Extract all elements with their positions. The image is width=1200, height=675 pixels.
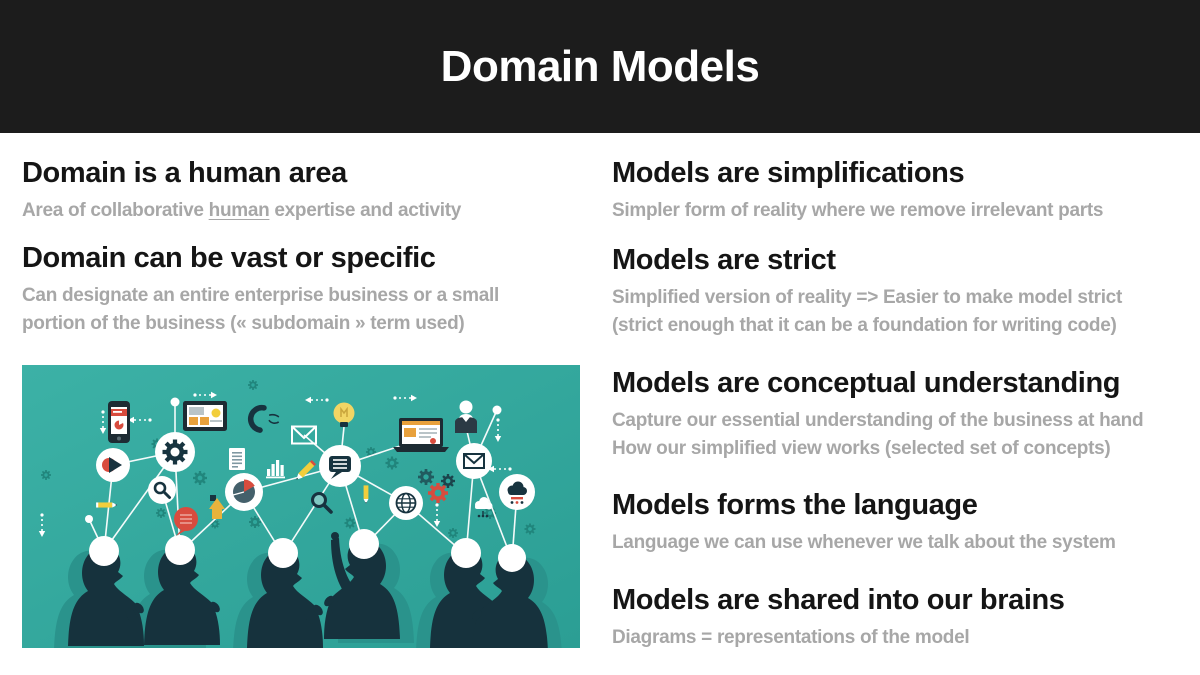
search-icon xyxy=(148,476,176,504)
section-heading: Models forms the language xyxy=(612,489,978,521)
cloud-network-icon xyxy=(499,474,535,510)
collaboration-illustration xyxy=(22,365,580,648)
background-gears-icon xyxy=(40,379,537,539)
section-models-simplifications: Models are simplifications Simpler form … xyxy=(612,155,1187,225)
section-heading: Models are simplifications xyxy=(612,157,965,189)
bar-chart-icon xyxy=(266,460,285,479)
speech-bubble-icon xyxy=(319,445,361,487)
businessman-icon xyxy=(455,400,477,433)
section-body: Capture our essential understanding of t… xyxy=(612,410,1144,459)
section-models-brains: Models are shared into our brains Diagra… xyxy=(612,582,1187,652)
floating-icons xyxy=(96,400,493,536)
section-domain-vast-specific: Domain can be vast or specific Can desig… xyxy=(22,240,582,338)
laptop-icon xyxy=(393,418,449,452)
small-cloud-icon xyxy=(475,497,493,518)
mail-icon xyxy=(456,443,492,479)
magnifier-dark-icon xyxy=(311,492,333,514)
section-models-language: Models forms the language Language we ca… xyxy=(612,487,1187,557)
section-models-strict: Models are strict Simplified version of … xyxy=(612,242,1187,340)
pencil-small-icon xyxy=(363,485,369,504)
section-domain-human-area: Domain is a human area Area of collabora… xyxy=(22,155,582,225)
icon-nodes xyxy=(96,432,535,520)
lightbulb-icon xyxy=(333,402,355,427)
phone-icon xyxy=(247,404,280,433)
section-body: Simplified version of reality => Easier … xyxy=(612,287,1122,336)
gear-icon xyxy=(155,432,195,472)
section-body: Language we can use whenever we talk abo… xyxy=(612,532,1116,553)
play-icon xyxy=(96,448,130,482)
section-body: Diagrams = representations of the model xyxy=(612,627,970,648)
head-circles xyxy=(89,529,526,572)
red-speech-bubble-icon xyxy=(174,507,198,536)
page-title: Domain Models xyxy=(440,42,760,91)
section-body: Simpler form of reality where we remove … xyxy=(612,200,1104,221)
section-heading: Models are shared into our brains xyxy=(612,584,1065,616)
section-heading: Models are conceptual understanding xyxy=(612,367,1121,399)
section-heading: Domain can be vast or specific xyxy=(22,242,436,274)
section-body: Area of collaborative human expertise an… xyxy=(22,200,462,221)
title-bar: Domain Models xyxy=(0,0,1200,133)
network-dots xyxy=(85,397,502,523)
pencil-left-icon xyxy=(96,502,118,508)
pie-chart-icon xyxy=(225,473,263,511)
tablet-icon xyxy=(183,401,227,431)
section-body: Can designate an entire enterprise busin… xyxy=(22,285,499,334)
envelope-outline-icon xyxy=(291,425,317,445)
smartphone-icon xyxy=(108,401,130,443)
document-icon xyxy=(229,448,245,470)
section-heading: Domain is a human area xyxy=(22,157,347,189)
pointing-hand-icon xyxy=(209,495,225,519)
section-heading: Models are strict xyxy=(612,244,836,276)
section-models-conceptual: Models are conceptual understanding Capt… xyxy=(612,365,1192,463)
globe-icon xyxy=(389,486,423,520)
people-silhouettes xyxy=(68,532,548,648)
red-gear-icon xyxy=(426,481,450,505)
underlined-word: human xyxy=(208,200,270,221)
